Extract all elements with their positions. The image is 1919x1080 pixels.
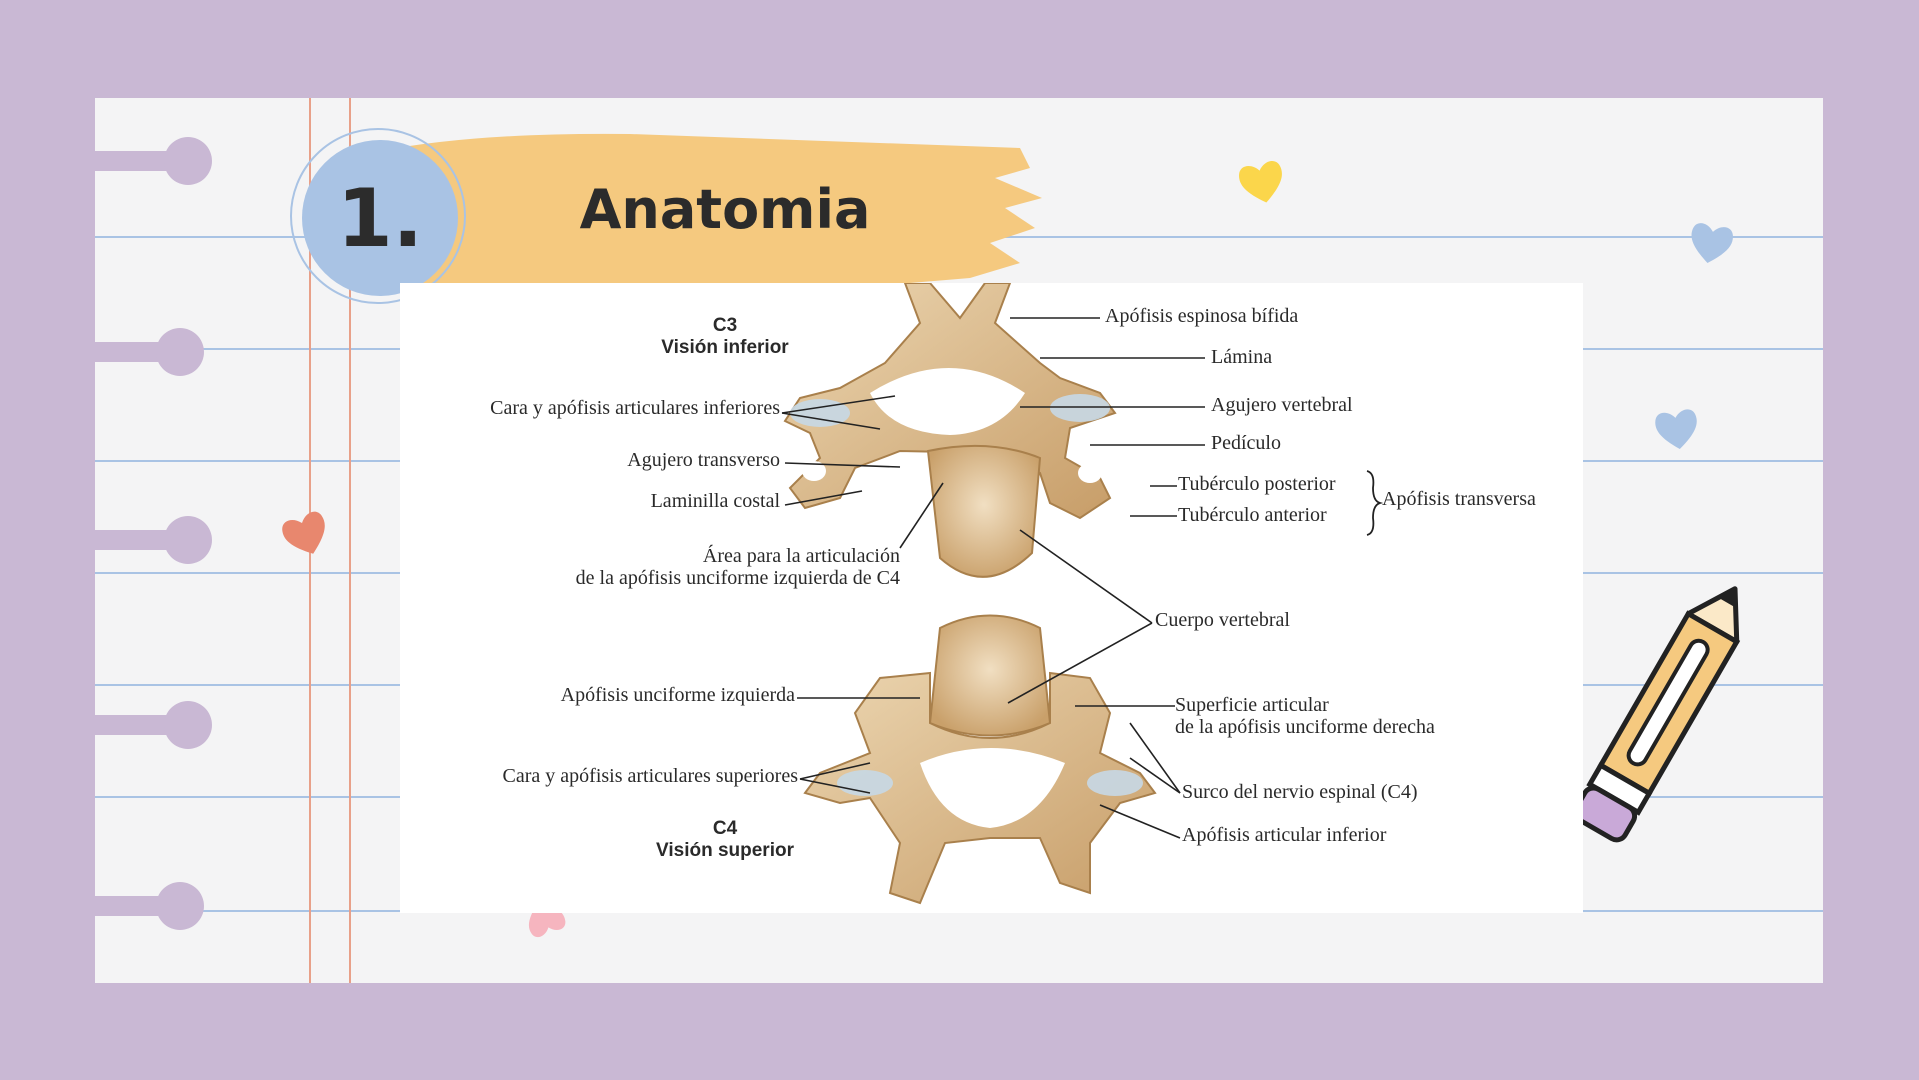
label-transverse-process: Apófisis transversa (1382, 488, 1536, 510)
label-vertebral-foramen: Agujero vertebral (1211, 394, 1353, 416)
c4-vertebra (803, 614, 1157, 905)
vertebrae-figure: C3 Visión inferior C4 Visión superior Ca… (400, 283, 1583, 913)
pencil-icon (1572, 586, 1741, 843)
leader-lines (781, 317, 1205, 839)
vertebrae-illustration (781, 283, 1384, 905)
number-badge (302, 140, 458, 296)
c3-heading: C3 (712, 315, 738, 336)
heart-icon (1691, 223, 1733, 263)
label-superior-articular: Cara y apófisis articulares superiores (502, 765, 798, 787)
label-uncinate-area-1: Área para la articulación (702, 545, 900, 567)
label-inferior-articular-process: Apófisis articular inferior (1182, 824, 1387, 846)
label-pedicle: Pedículo (1211, 432, 1281, 454)
title-brush-stroke (338, 133, 1042, 293)
label-vertebral-body: Cuerpo vertebral (1155, 609, 1290, 631)
label-spinal-nerve-groove: Surco del nervio espinal (C4) (1182, 781, 1418, 803)
margin-line (349, 98, 351, 983)
c3-vertebra (783, 283, 1117, 578)
heart-icon (1655, 409, 1697, 450)
label-uncinate-area-2: de la apófisis unciforme izquierda de C4 (575, 567, 900, 589)
label-anterior-tubercle: Tubérculo anterior (1178, 504, 1327, 526)
c3-view: Visión inferior (661, 337, 789, 358)
heart-icon (1239, 161, 1282, 203)
c4-heading: C4 (712, 818, 738, 839)
bracket (1366, 470, 1384, 536)
slide-number: 1. (336, 171, 424, 265)
c4-view: Visión superior (656, 840, 794, 861)
label-lamina: Lámina (1211, 346, 1273, 368)
label-posterior-tubercle: Tubérculo posterior (1178, 473, 1336, 495)
label-articular-surface-1: Superficie articular (1175, 694, 1329, 716)
badge-ring (290, 128, 466, 304)
heart-icon (282, 511, 325, 554)
label-inferior-articular: Cara y apófisis articulares inferiores (490, 397, 780, 419)
page-title: Anatomia (579, 178, 871, 241)
label-left-uncinate: Apófisis unciforme izquierda (560, 684, 795, 706)
label-costal-lamina: Laminilla costal (650, 490, 780, 512)
label-spinous-process: Apófisis espinosa bífida (1105, 305, 1299, 327)
label-articular-surface-2: de la apófisis unciforme derecha (1175, 716, 1435, 738)
label-transverse-foramen: Agujero transverso (627, 449, 780, 471)
